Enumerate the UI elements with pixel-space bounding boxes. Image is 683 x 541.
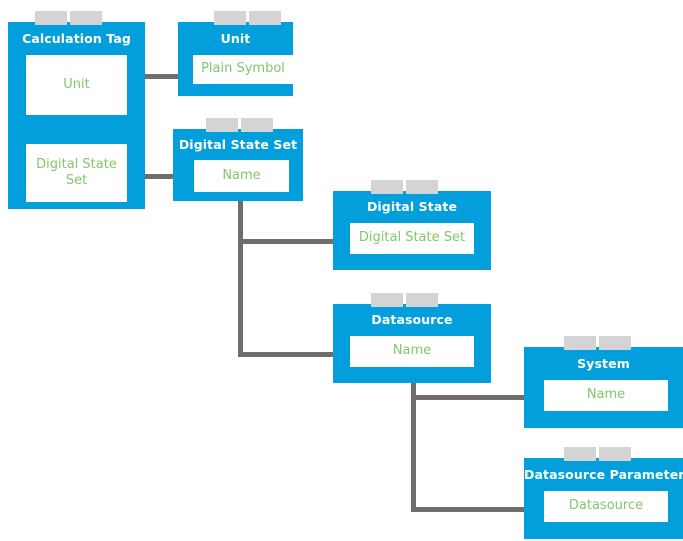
node-unit-title: Unit bbox=[220, 31, 251, 46]
node-system-title: System bbox=[577, 356, 630, 371]
node-unit[interactable]: Unit Plain Symbol bbox=[178, 11, 293, 96]
node-tab-icon[interactable] bbox=[206, 118, 238, 132]
node-datasource-parameter[interactable]: Datasource Parameter Datasource bbox=[524, 447, 683, 539]
connector-calculation-tag-unit-to-unit bbox=[126, 74, 194, 79]
node-tab-icon[interactable] bbox=[249, 11, 281, 25]
field-datasource-parameter-datasource[interactable]: Datasource bbox=[544, 491, 668, 522]
node-digital-state[interactable]: Digital State Digital State Set bbox=[333, 180, 491, 270]
node-tab-icon[interactable] bbox=[35, 11, 67, 25]
node-system-tabs bbox=[564, 336, 631, 350]
connector-dss-branch-digital-state bbox=[238, 239, 350, 244]
node-digital-state-set-tabs bbox=[206, 118, 273, 132]
connector-datasource-branch-parameter bbox=[411, 507, 544, 512]
field-unit-plain-symbol[interactable]: Plain Symbol bbox=[193, 55, 293, 84]
node-digital-state-title: Digital State bbox=[366, 199, 458, 214]
node-tab-icon[interactable] bbox=[214, 11, 246, 25]
node-tab-icon[interactable] bbox=[241, 118, 273, 132]
field-system-name[interactable]: Name bbox=[544, 380, 668, 411]
node-tab-icon[interactable] bbox=[564, 447, 596, 461]
node-datasource-title: Datasource bbox=[371, 312, 453, 327]
node-unit-tabs bbox=[214, 11, 281, 25]
node-tab-icon[interactable] bbox=[371, 180, 403, 194]
node-datasource-parameter-title: Datasource Parameter bbox=[524, 467, 683, 482]
node-calculation-tag-tabs bbox=[35, 11, 102, 25]
node-tab-icon[interactable] bbox=[406, 293, 438, 307]
node-tab-icon[interactable] bbox=[599, 336, 631, 350]
node-system[interactable]: System Name bbox=[524, 336, 683, 428]
connector-datasource-branch-system bbox=[411, 395, 544, 400]
node-digital-state-set-title: Digital State Set bbox=[178, 137, 298, 152]
field-calculation-tag-digital-state-set[interactable]: Digital State Set bbox=[26, 144, 127, 202]
node-calculation-tag-title: Calculation Tag bbox=[22, 31, 131, 46]
node-digital-state-set[interactable]: Digital State Set Name bbox=[173, 118, 303, 201]
node-calculation-tag[interactable]: Calculation Tag Unit Digital State Set bbox=[8, 11, 145, 209]
node-tab-icon[interactable] bbox=[371, 293, 403, 307]
field-digital-state-digital-state-set[interactable]: Digital State Set bbox=[350, 223, 474, 254]
node-datasource-tabs bbox=[371, 293, 438, 307]
node-tab-icon[interactable] bbox=[599, 447, 631, 461]
field-digital-state-set-name[interactable]: Name bbox=[194, 160, 289, 192]
node-tab-icon[interactable] bbox=[406, 180, 438, 194]
connector-calculation-tag-dss-to-digital-state-set bbox=[126, 174, 194, 179]
node-digital-state-tabs bbox=[371, 180, 438, 194]
node-tab-icon[interactable] bbox=[564, 336, 596, 350]
node-datasource-parameter-tabs bbox=[564, 447, 631, 461]
connector-dss-trunk-vertical bbox=[238, 192, 243, 357]
connector-datasource-trunk-vertical bbox=[411, 366, 416, 512]
field-calculation-tag-unit[interactable]: Unit bbox=[26, 55, 127, 115]
node-tab-icon[interactable] bbox=[70, 11, 102, 25]
connector-dss-branch-datasource bbox=[238, 352, 350, 357]
field-datasource-name[interactable]: Name bbox=[350, 336, 474, 367]
node-datasource[interactable]: Datasource Name bbox=[333, 293, 491, 383]
